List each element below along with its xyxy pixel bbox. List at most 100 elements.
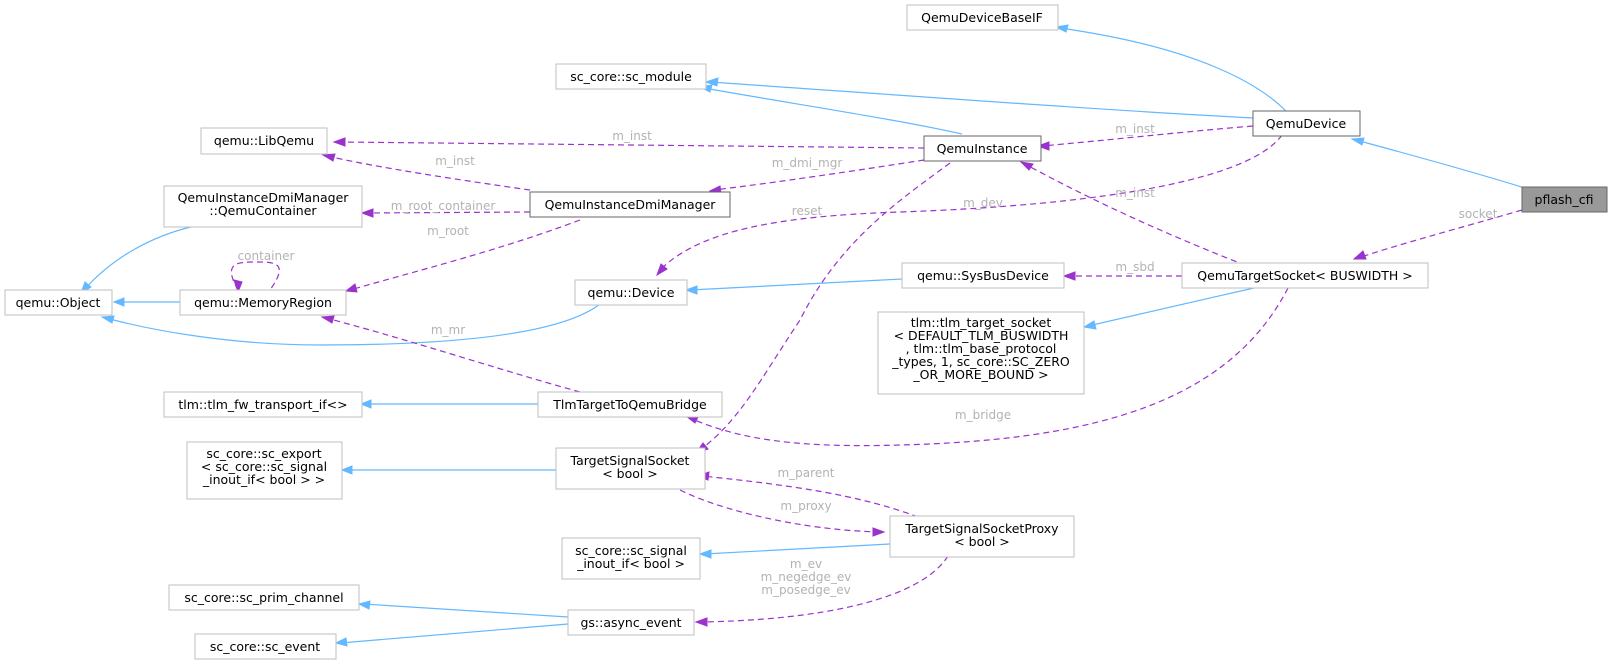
text-line: < DEFAULT_TLM_BUSWIDTH bbox=[894, 328, 1069, 343]
svg-text:qemu::SysBusDevice: qemu::SysBusDevice bbox=[917, 268, 1049, 283]
node-qemuinstance[interactable]: QemuInstance bbox=[923, 135, 1042, 162]
text-line: _OR_MORE_BOUND > bbox=[912, 367, 1048, 382]
text-line: m_sbd bbox=[1115, 260, 1154, 274]
edge-qemudevice2-to-object bbox=[105, 303, 601, 346]
text-line: m_inst bbox=[435, 154, 475, 168]
edge-label-m-inst-targetsocket: m_inst bbox=[1115, 186, 1155, 200]
edge-qemuinstance-libqemu bbox=[337, 141, 925, 149]
node-sc-signal-inout[interactable]: sc_core::sc_signal_inout_if< bool > bbox=[561, 537, 701, 580]
edge-pflash-to-qemudevice bbox=[1355, 139, 1526, 189]
node-sc-prim-channel[interactable]: sc_core::sc_prim_channel bbox=[168, 584, 360, 611]
text-line: qemu::LibQemu bbox=[214, 133, 314, 148]
edge-targetsocket-qemuinstance bbox=[1024, 163, 1256, 270]
text-line: m_inst bbox=[612, 129, 652, 143]
edge-label-m-bridge: m_bridge bbox=[955, 408, 1011, 422]
edge-targetsocket-to-tlmsocket bbox=[1087, 287, 1255, 327]
arrowhead bbox=[694, 617, 708, 627]
text-line: sc_core::sc_module bbox=[570, 69, 692, 84]
text-line: TargetSignalSocketProxy bbox=[904, 521, 1059, 536]
edge-qemuinstance-to-sc_module bbox=[703, 87, 963, 135]
text-line: m_proxy bbox=[780, 499, 831, 513]
node-qemudevicebaseif[interactable]: QemuDeviceBaseIF bbox=[906, 4, 1059, 31]
text-line: reset bbox=[792, 204, 823, 218]
edge-label-m-root-container: m_root_container bbox=[391, 199, 496, 213]
svg-text:QemuInstanceDmiManager: QemuInstanceDmiManager bbox=[545, 197, 717, 212]
edge-pflash-targetsocket bbox=[1357, 209, 1523, 259]
node-tlm-target-socket[interactable]: tlm::tlm_target_socket< DEFAULT_TLM_BUSW… bbox=[877, 311, 1085, 395]
text-line: gs::async_event bbox=[580, 615, 681, 630]
text-line: tlm::tlm_fw_transport_if<> bbox=[178, 397, 347, 412]
text-line: , tlm::tlm_base_protocol bbox=[906, 341, 1057, 356]
svg-text:qemu::Device: qemu::Device bbox=[588, 285, 675, 300]
edge-dmicontainer-to-object bbox=[83, 225, 196, 291]
text-line: m_root bbox=[427, 224, 469, 238]
text-line: m_negedge_ev bbox=[761, 570, 852, 584]
arrowhead bbox=[320, 315, 335, 324]
svg-text:sc_core::sc_export< sc_core::s: sc_core::sc_export< sc_core::sc_signal_i… bbox=[201, 446, 327, 487]
node-targetsignalsocket[interactable]: TargetSignalSocket< bool > bbox=[555, 447, 706, 490]
arrowhead bbox=[112, 297, 125, 307]
node-sysbusdevice[interactable]: qemu::SysBusDevice bbox=[901, 262, 1065, 289]
node-qemu-device[interactable]: qemu::Device bbox=[574, 279, 688, 306]
arrowhead bbox=[357, 600, 371, 610]
svg-text:sc_core::sc_signal_inout_if< b: sc_core::sc_signal_inout_if< bool > bbox=[575, 543, 687, 571]
edge-label-m-dev: m_dev bbox=[963, 196, 1003, 210]
edge-label-m-sbd: m_sbd bbox=[1115, 260, 1154, 274]
edge-proxy-asyncevent bbox=[699, 555, 949, 623]
node-sc-event[interactable]: sc_core::sc_event bbox=[194, 633, 337, 660]
edge-label-m-dmi-mgr: m_dmi_mgr bbox=[772, 156, 843, 170]
nodes: QemuDeviceBaseIF sc_core::sc_module qemu… bbox=[4, 4, 1608, 660]
text-line: TlmTargetToQemuBridge bbox=[552, 397, 707, 412]
text-line: sc_core::sc_signal bbox=[575, 543, 687, 558]
arrowhead bbox=[704, 77, 719, 87]
edge-qemudevice-qemu-device bbox=[659, 134, 1283, 271]
edge-label-reset: reset bbox=[792, 204, 823, 218]
svg-text:tlm::tlm_target_socket< DEFAUL: tlm::tlm_target_socket< DEFAULT_TLM_BUSW… bbox=[891, 315, 1070, 382]
svg-text:QemuInstance: QemuInstance bbox=[937, 141, 1028, 156]
node-async-event[interactable]: gs::async_event bbox=[567, 609, 695, 636]
svg-text:pflash_cfi: pflash_cfi bbox=[1535, 192, 1594, 207]
svg-text:QemuInstanceDmiManager::QemuCo: QemuInstanceDmiManager::QemuContainer bbox=[178, 190, 350, 218]
node-pflash-cfi[interactable]: pflash_cfi bbox=[1521, 186, 1608, 213]
node-qemu-object[interactable]: qemu::Object bbox=[4, 289, 113, 316]
arrowhead bbox=[360, 208, 374, 218]
arrowhead bbox=[1352, 250, 1367, 260]
edge-label-m-mr: m_mr bbox=[431, 323, 465, 337]
arrowhead bbox=[344, 283, 358, 293]
arrowhead bbox=[233, 279, 243, 294]
text-line: _inout_if< bool > > bbox=[202, 472, 325, 487]
text-line: m_dmi_mgr bbox=[772, 156, 843, 170]
text-line: QemuInstanceDmiManager bbox=[545, 197, 717, 212]
node-libqemu[interactable]: qemu::LibQemu bbox=[200, 127, 328, 155]
text-line: QemuInstanceDmiManager bbox=[178, 190, 350, 205]
node-tlmtargettoqemubridge[interactable]: TlmTargetToQemuBridge bbox=[537, 391, 723, 418]
arrowhead bbox=[698, 549, 712, 559]
node-fw-transport[interactable]: tlm::tlm_fw_transport_if<> bbox=[163, 391, 363, 418]
text-line: sc_core::sc_event bbox=[210, 639, 320, 654]
node-targetsignalsocketproxy[interactable]: TargetSignalSocketProxy< bool > bbox=[889, 515, 1075, 558]
arrowhead bbox=[332, 137, 346, 147]
svg-text:QemuTargetSocket< BUSWIDTH >: QemuTargetSocket< BUSWIDTH > bbox=[1197, 268, 1412, 283]
node-sc-export[interactable]: sc_core::sc_export< sc_core::sc_signal_i… bbox=[186, 441, 343, 500]
node-dmimanager[interactable]: QemuInstanceDmiManager bbox=[529, 191, 731, 218]
svg-text:sc_core::sc_module: sc_core::sc_module bbox=[570, 69, 692, 84]
edge-label-socket: socket bbox=[1459, 207, 1498, 221]
edge-label-m-inst-qemudevice: m_inst bbox=[1115, 122, 1155, 136]
svg-text:QemuDevice: QemuDevice bbox=[1266, 116, 1347, 131]
node-sc-module[interactable]: sc_core::sc_module bbox=[555, 63, 707, 90]
node-qemudevice[interactable]: QemuDevice bbox=[1252, 110, 1361, 137]
node-qemutargetsocket[interactable]: QemuTargetSocket< BUSWIDTH > bbox=[1181, 262, 1429, 289]
node-memoryregion[interactable]: qemu::MemoryRegion bbox=[179, 289, 347, 316]
node-dmicontainer[interactable]: QemuInstanceDmiManager::QemuContainer bbox=[163, 185, 363, 228]
arrowhead bbox=[1019, 161, 1034, 171]
arrowhead bbox=[340, 465, 353, 475]
text-line: m_bridge bbox=[955, 408, 1011, 422]
text-line: sc_core::sc_export bbox=[206, 446, 321, 461]
text-line: socket bbox=[1459, 207, 1498, 221]
text-line: sc_core::sc_prim_channel bbox=[184, 590, 343, 605]
text-line: qemu::Object bbox=[16, 295, 101, 310]
edge-qemudevice-to-sc_module bbox=[709, 81, 1254, 119]
edge-bridge-memoryregion bbox=[325, 317, 581, 393]
